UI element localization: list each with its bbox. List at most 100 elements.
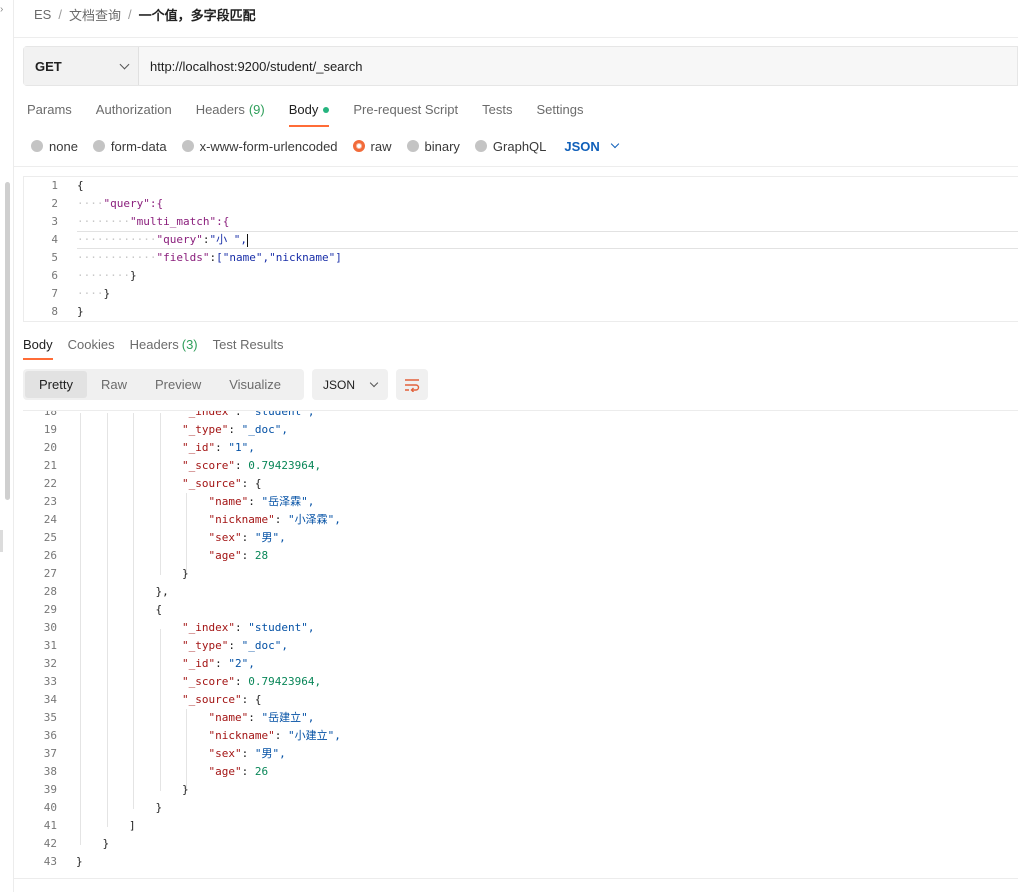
radio-icon xyxy=(474,140,487,152)
breadcrumb-separator: / xyxy=(58,6,62,22)
line-number: 21 xyxy=(43,459,57,472)
chevron-down-icon xyxy=(119,59,130,69)
breadcrumb-folder[interactable]: 文档查询 xyxy=(68,7,121,23)
radio-form-data[interactable]: form-data xyxy=(92,138,167,154)
response-line: 34"_source": { xyxy=(23,691,1018,709)
tab-tests[interactable]: Tests xyxy=(482,101,512,127)
code-key: "query" xyxy=(156,233,203,246)
mode-preview[interactable]: Preview xyxy=(154,377,202,392)
response-line: 19"_type": "_doc", xyxy=(23,421,1018,439)
view-mode-switch: Pretty Raw Preview Visualize xyxy=(23,369,304,400)
tab-test-results[interactable]: Test Results xyxy=(213,337,284,357)
line-number: 33 xyxy=(43,675,57,688)
language-select[interactable]: JSON xyxy=(564,138,620,154)
json-value: "小建立", xyxy=(287,729,341,742)
json-text: } xyxy=(102,837,110,850)
response-line: 26"age": 28 xyxy=(23,547,1018,565)
json-value: "_doc", xyxy=(241,423,288,436)
line-number: 39 xyxy=(43,783,57,796)
response-line: 31"_type": "_doc", xyxy=(23,637,1018,655)
line-number: 35 xyxy=(43,711,57,724)
response-line: 30"_index": "student", xyxy=(23,619,1018,637)
json-text: "nickname": "小泽霖", xyxy=(208,513,341,526)
code-text: ····"query":{ xyxy=(77,195,163,213)
json-value: { xyxy=(254,477,262,490)
divider xyxy=(14,878,1018,879)
code-text: ········"multi_match":{ xyxy=(77,213,229,231)
url-input[interactable]: http://localhost:9200/student/_search xyxy=(139,47,1017,85)
tab-settings[interactable]: Settings xyxy=(536,101,583,127)
radio-raw[interactable]: raw xyxy=(352,139,392,154)
response-line: 35 "name": "岳建立", xyxy=(23,709,1018,727)
tab-label: Pre-request Script xyxy=(353,102,459,117)
request-body-editor[interactable]: 1{ 2····"query":{ 3········"multi_match"… xyxy=(23,176,1018,322)
radio-label: form-data xyxy=(110,138,167,154)
method-select[interactable]: GET xyxy=(24,47,139,85)
line-number: 23 xyxy=(43,495,57,508)
indent-guide xyxy=(186,709,187,791)
indent-guide xyxy=(159,413,161,575)
response-line: 38"age": 26 xyxy=(23,763,1018,781)
response-line: 28}, xyxy=(23,583,1018,601)
radio-x-www-form-urlencoded[interactable]: x-www-form-urlencoded xyxy=(181,139,338,154)
tab-cookies[interactable]: Cookies xyxy=(68,337,115,357)
json-text: "_source": { xyxy=(182,693,262,706)
line-number: 43 xyxy=(43,855,57,868)
code-token: "multi_match":{ xyxy=(129,215,230,228)
json-value: "岳建立", xyxy=(261,711,315,724)
code-text: } xyxy=(77,305,84,318)
line-number: 25 xyxy=(43,531,57,544)
tab-authorization[interactable]: Authorization xyxy=(96,101,172,127)
tab-label: Params xyxy=(27,102,72,117)
code-value: "小 ", xyxy=(209,233,247,246)
radio-binary[interactable]: binary xyxy=(406,139,460,154)
json-value: "男", xyxy=(254,531,286,544)
json-value: "2", xyxy=(228,657,255,670)
json-text: } xyxy=(182,567,189,580)
rail-handle[interactable] xyxy=(0,530,3,552)
json-text: "_score": 0.79423964, xyxy=(182,459,322,472)
code-line: 3········"multi_match":{ xyxy=(24,213,1018,231)
mode-pretty[interactable]: Pretty xyxy=(25,371,87,398)
collapse-chevron-icon[interactable]: › xyxy=(0,4,4,15)
mode-raw[interactable]: Raw xyxy=(100,377,127,392)
code-token: "query":{ xyxy=(103,197,164,210)
tab-body[interactable]: Body xyxy=(288,101,330,127)
json-key: "name" xyxy=(208,495,249,508)
mode-visualize[interactable]: Visualize xyxy=(229,377,282,392)
tab-params[interactable]: Params xyxy=(27,101,72,127)
left-scrollbar[interactable] xyxy=(5,182,10,500)
json-text: "name": "岳建立", xyxy=(208,711,315,724)
indent-dots: ········ xyxy=(77,269,130,282)
chevron-down-icon xyxy=(610,139,620,149)
tab-pre-request-script[interactable]: Pre-request Script xyxy=(353,101,458,127)
json-value: "男", xyxy=(254,747,286,760)
language-label: JSON xyxy=(564,138,600,154)
tab-response-headers[interactable]: Headers(3) xyxy=(130,337,198,357)
radio-selected-icon xyxy=(352,140,365,152)
response-format-select[interactable]: JSON xyxy=(312,369,388,400)
request-title[interactable]: 一个值，多字段匹配 xyxy=(138,7,256,23)
line-number: 27 xyxy=(43,567,57,580)
json-text: "_type": "_doc", xyxy=(182,639,288,652)
indent-dots: ············ xyxy=(77,251,157,264)
json-text: "_index": "student", xyxy=(182,621,315,634)
json-text: "_type": "_doc", xyxy=(182,423,288,436)
radio-graphql[interactable]: GraphQL xyxy=(474,139,546,154)
response-line: 24"nickname": "小泽霖", xyxy=(23,511,1018,529)
chevron-down-icon xyxy=(369,378,379,387)
breadcrumb-root[interactable]: ES xyxy=(34,6,52,22)
json-text: "_id": "2", xyxy=(182,657,255,670)
line-number: 28 xyxy=(43,585,57,598)
line-number: 41 xyxy=(43,819,57,832)
response-line: 41] xyxy=(23,817,1018,835)
tab-response-body[interactable]: Body xyxy=(23,337,53,360)
response-tabs: Body Cookies Headers(3) Test Results xyxy=(23,337,298,360)
wrap-lines-button[interactable] xyxy=(396,369,428,400)
radio-none[interactable]: none xyxy=(31,139,78,154)
response-body-viewer[interactable]: 18"_index": "student",19"_type": "_doc",… xyxy=(23,410,1018,880)
response-line: 39} xyxy=(23,781,1018,799)
tab-headers[interactable]: Headers(9) xyxy=(196,101,265,127)
response-line: 37"sex": "男", xyxy=(23,745,1018,763)
line-number: 22 xyxy=(43,477,57,490)
